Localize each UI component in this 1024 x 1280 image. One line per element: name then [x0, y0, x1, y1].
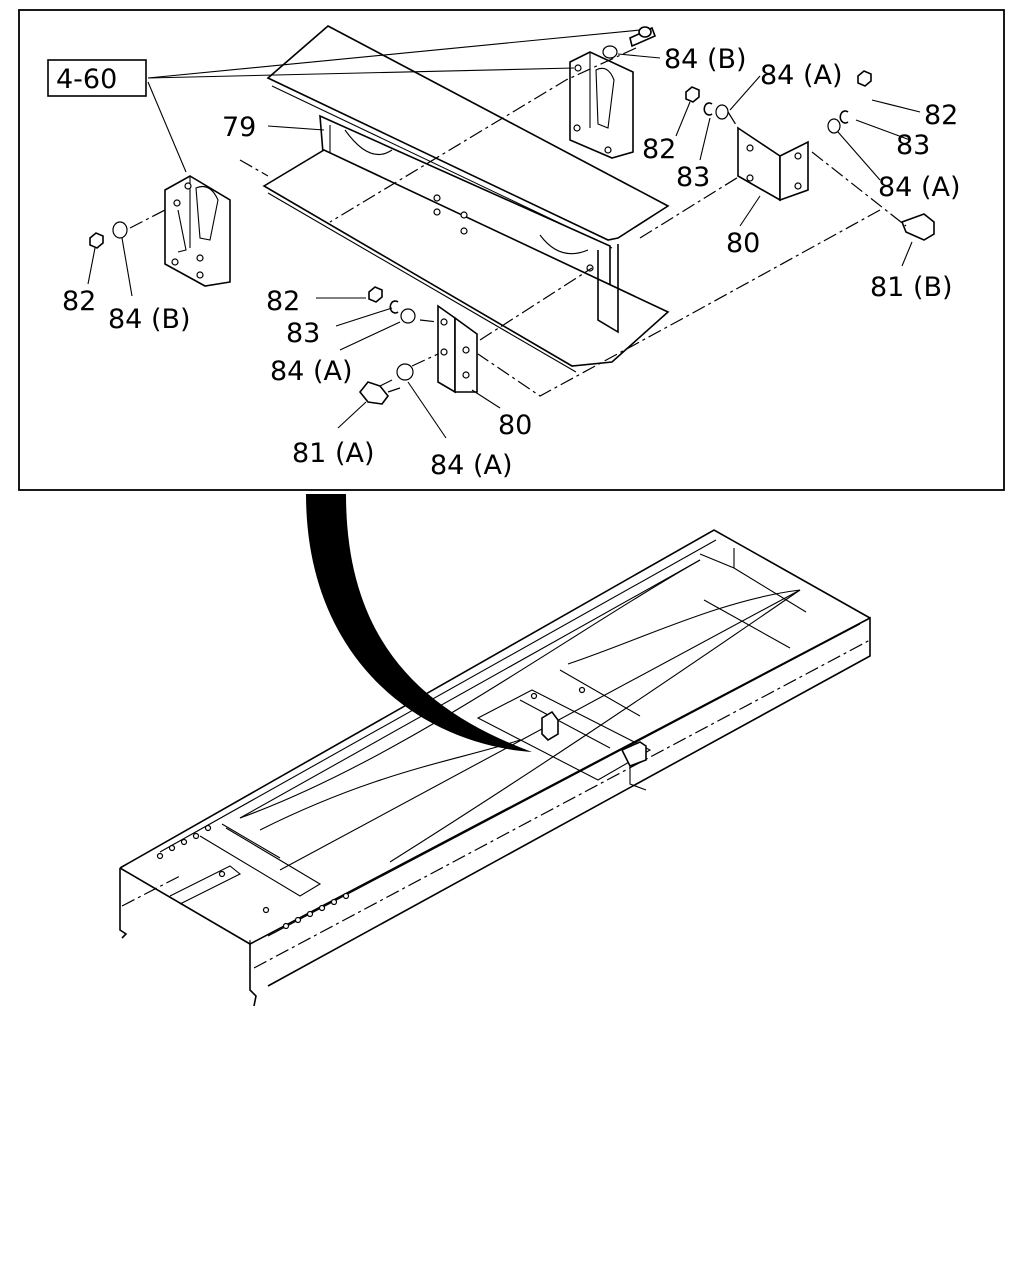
nut-82-far-right	[857, 70, 872, 87]
cross-member-79	[262, 25, 670, 373]
label-81a: 81 (A)	[292, 438, 374, 469]
fasteners	[89, 26, 935, 405]
callout-pointer	[306, 494, 532, 752]
alignment-lines	[129, 47, 907, 397]
part-labels: 4-60 79 84 (B) 84 (A) 82 83 84 (A) 82 83…	[56, 44, 960, 481]
label-82-mid-right: 82	[642, 134, 676, 165]
label-82-lower: 82	[266, 286, 300, 317]
bracket-4-60-left	[164, 175, 231, 287]
label-82-left: 82	[62, 286, 96, 317]
label-83-mid-right: 83	[676, 162, 710, 193]
label-84a-top: 84 (A)	[760, 60, 842, 91]
label-79: 79	[222, 112, 256, 143]
label-84a-right: 84 (A)	[878, 172, 960, 203]
chassis-frame	[119, 529, 871, 1007]
label-80-lower: 80	[498, 410, 532, 441]
label-81b: 81 (B)	[870, 272, 953, 303]
angle-bracket-80-lower	[437, 304, 478, 394]
label-84b-top: 84 (B)	[664, 44, 747, 75]
label-82-far-right: 82	[924, 100, 958, 131]
label-4-60: 4-60	[56, 64, 117, 95]
nut-82-left	[89, 232, 104, 249]
label-80-right: 80	[726, 228, 760, 259]
detail-frame	[18, 9, 1005, 491]
leader-lines	[87, 29, 921, 439]
nut-82-lower	[368, 286, 383, 303]
label-83-far-right: 83	[896, 130, 930, 161]
bracket-4-60-right	[569, 51, 634, 159]
label-84a-lower-left: 84 (A)	[270, 356, 352, 387]
label-84a-bottom: 84 (A)	[430, 450, 512, 481]
label-84b-left: 84 (B)	[108, 304, 191, 335]
ref-box-4-60	[47, 59, 147, 97]
nut-82-mid	[685, 86, 700, 103]
angle-bracket-80-right	[737, 126, 809, 202]
label-83-lower: 83	[286, 318, 320, 349]
